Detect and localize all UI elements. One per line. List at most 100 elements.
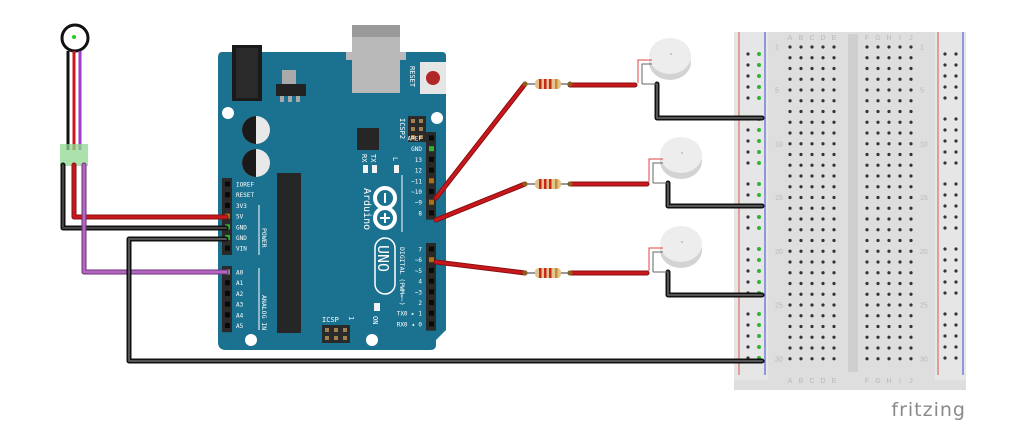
rail-hole-connected[interactable] [757,63,761,67]
rail-hole[interactable] [746,215,750,219]
breadboard-hole[interactable] [876,163,880,167]
breadboard-hole[interactable] [865,206,869,210]
rail-hole-connected[interactable] [757,258,761,262]
rail-hole[interactable] [943,117,947,121]
breadboard-hole[interactable] [799,281,803,286]
rail-hole[interactable] [746,74,750,78]
rail-hole[interactable] [943,85,947,89]
breadboard-hole[interactable] [810,99,814,103]
breadboard-hole[interactable] [788,56,792,60]
breadboard-hole[interactable] [821,346,825,350]
breadboard-hole[interactable] [832,152,836,157]
breadboard-hole[interactable] [898,357,902,361]
breadboard-hole[interactable] [876,217,880,221]
breadboard-hole[interactable] [832,357,836,361]
rail-hole[interactable] [943,204,947,208]
breadboard-hole[interactable] [876,346,880,350]
rail-hole[interactable] [954,150,958,154]
breadboard-hole[interactable] [865,66,869,71]
pin-11[interactable] [429,178,434,184]
rail-hole[interactable] [954,247,958,251]
breadboard-hole[interactable] [887,131,891,135]
breadboard-hole[interactable] [832,324,836,329]
breadboard-hole[interactable] [799,249,803,253]
breadboard-hole[interactable] [788,66,792,71]
rail-hole[interactable] [954,215,958,219]
breadboard-hole[interactable] [788,260,792,264]
breadboard-hole[interactable] [832,292,836,296]
rail-hole[interactable] [943,280,947,284]
breadboard-hole[interactable] [876,120,880,124]
breadboard-hole[interactable] [876,238,880,243]
breadboard-hole[interactable] [788,217,792,221]
breadboard-hole[interactable] [810,238,814,243]
breadboard-hole[interactable] [788,142,792,146]
breadboard-hole[interactable] [832,131,836,135]
breadboard-hole[interactable] [821,131,825,135]
breadboard-hole[interactable] [865,99,869,103]
rail-hole[interactable] [746,280,750,284]
rail-hole-connected[interactable] [757,345,761,349]
breadboard-hole[interactable] [799,217,803,221]
breadboard-hole[interactable] [799,238,803,243]
breadboard-hole[interactable] [865,346,869,350]
breadboard-hole[interactable] [876,281,880,286]
breadboard-hole[interactable] [909,152,913,157]
rail-hole[interactable] [954,226,958,230]
breadboard-hole[interactable] [799,77,803,81]
breadboard-hole[interactable] [887,271,891,275]
pin-3[interactable] [429,289,434,295]
breadboard-hole[interactable] [810,152,814,157]
breadboard-hole[interactable] [898,66,902,71]
breadboard-hole[interactable] [887,228,891,232]
pin-A2[interactable] [225,290,230,296]
breadboard-hole[interactable] [865,185,869,189]
breadboard-hole[interactable] [799,185,803,189]
breadboard-hole[interactable] [909,77,913,81]
breadboard-hole[interactable] [821,260,825,264]
breadboard-hole[interactable] [810,142,814,146]
rail-hole[interactable] [943,139,947,143]
breadboard-hole[interactable] [898,56,902,60]
rail-hole[interactable] [746,312,750,316]
rail-hole-connected[interactable] [757,150,761,154]
breadboard-hole[interactable] [788,88,792,92]
breadboard-hole[interactable] [788,271,792,275]
breadboard-hole[interactable] [821,185,825,189]
pin-A4[interactable] [225,312,230,318]
breadboard-hole[interactable] [909,303,913,307]
breadboard-hole[interactable] [799,131,803,135]
breadboard-hole[interactable] [898,88,902,92]
rail-hole-connected[interactable] [757,52,761,56]
breadboard-hole[interactable] [799,271,803,275]
rail-hole-connected[interactable] [757,226,761,230]
breadboard-hole[interactable] [876,152,880,157]
breadboard-hole[interactable] [898,335,902,339]
pin-8[interactable] [429,210,434,216]
rail-hole[interactable] [943,96,947,100]
breadboard-hole[interactable] [821,292,825,296]
breadboard-hole[interactable] [810,163,814,167]
pin-3V3[interactable] [225,202,230,208]
breadboard-hole[interactable] [887,303,891,307]
breadboard-hole[interactable] [876,206,880,210]
breadboard-hole[interactable] [788,109,792,114]
breadboard-hole[interactable] [898,109,902,114]
breadboard-hole[interactable] [887,109,891,114]
breadboard-hole[interactable] [832,163,836,167]
pin-A3[interactable] [225,301,230,307]
rail-hole[interactable] [746,150,750,154]
breadboard-hole[interactable] [865,195,869,200]
breadboard-hole[interactable] [887,66,891,71]
breadboard-hole[interactable] [898,99,902,103]
breadboard-hole[interactable] [898,206,902,210]
breadboard-hole[interactable] [909,324,913,329]
breadboard-hole[interactable] [799,142,803,146]
breadboard-hole[interactable] [832,346,836,350]
breadboard-hole[interactable] [821,174,825,178]
breadboard-hole[interactable] [810,109,814,114]
rail-hole[interactable] [943,226,947,230]
breadboard-hole[interactable] [865,142,869,146]
breadboard-hole[interactable] [909,45,913,49]
breadboard-hole[interactable] [788,120,792,124]
